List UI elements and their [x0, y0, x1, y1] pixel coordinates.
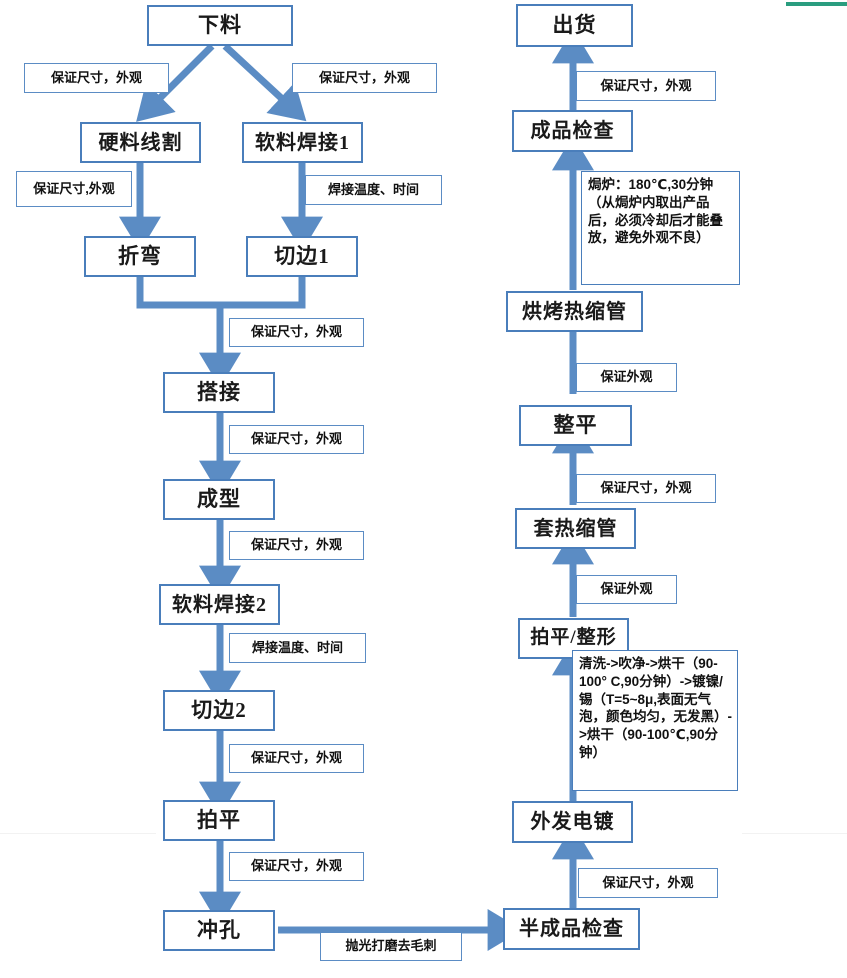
node-ruanliaohanjie1[interactable]: 软料焊接1 [242, 122, 363, 163]
edge-label-l6: 保证尺寸，外观 [229, 425, 364, 454]
edge-label-l8: 焊接温度、时间 [229, 633, 366, 663]
node-qiebian1[interactable]: 切边1 [246, 236, 358, 277]
edge-label-r5: 保证尺寸，外观 [578, 868, 718, 898]
node-hongkaoresuoguan[interactable]: 烘烤热缩管 [506, 291, 643, 332]
page-rule-right [742, 833, 847, 834]
edge-label-l1: 保证尺寸，外观 [24, 63, 169, 93]
node-chongkong[interactable]: 冲孔 [163, 910, 275, 951]
node-chuhuo[interactable]: 出货 [516, 4, 633, 47]
edge-label-r3: 保证尺寸，外观 [576, 474, 716, 503]
edge-label-r1: 保证尺寸，外观 [576, 71, 716, 101]
node-waifadianpu[interactable]: 外发电镀 [512, 801, 633, 843]
edge-label-l3: 保证尺寸,外观 [16, 171, 132, 207]
edge-label-l5: 保证尺寸，外观 [229, 318, 364, 347]
edge-label-l4: 焊接温度、时间 [305, 175, 442, 205]
node-xialiao[interactable]: 下料 [147, 5, 293, 46]
node-yingliaoxiange[interactable]: 硬料线割 [80, 122, 201, 163]
node-zhengping[interactable]: 整平 [519, 405, 632, 446]
note-plating: 清洗->吹净->烘干（90-100° C,90分钟）->镀镍/锡（T=5~8μ,… [572, 650, 738, 791]
node-ruanliaohanjie2[interactable]: 软料焊接2 [159, 584, 280, 625]
node-zhewan[interactable]: 折弯 [84, 236, 196, 277]
note-bake: 焗炉：180℃,30分钟（从焗炉内取出产品后，必须冷却后才能叠放，避免外观不良） [581, 171, 740, 285]
edge-label-l7: 保证尺寸，外观 [229, 531, 364, 560]
green-accent-bar [786, 2, 847, 6]
edge-label-l2: 保证尺寸，外观 [292, 63, 437, 93]
edge-label-l10: 保证尺寸，外观 [229, 852, 364, 881]
node-qiebian2[interactable]: 切边2 [163, 690, 275, 731]
node-taoresuoguan[interactable]: 套热缩管 [515, 508, 636, 549]
edge-label-r2: 保证外观 [576, 363, 677, 392]
node-chengpinjiancha[interactable]: 成品检查 [512, 110, 633, 152]
node-paiping[interactable]: 拍平 [163, 800, 275, 841]
page-rule-left [0, 833, 156, 834]
node-dajie[interactable]: 搭接 [163, 372, 275, 413]
node-banchengpinjiancha[interactable]: 半成品检查 [503, 908, 640, 950]
edge-label-l9: 保证尺寸，外观 [229, 744, 364, 773]
edge-label-l11: 抛光打磨去毛刺 [320, 932, 462, 961]
node-chengxing[interactable]: 成型 [163, 479, 275, 520]
edge-label-r4: 保证外观 [576, 575, 677, 604]
